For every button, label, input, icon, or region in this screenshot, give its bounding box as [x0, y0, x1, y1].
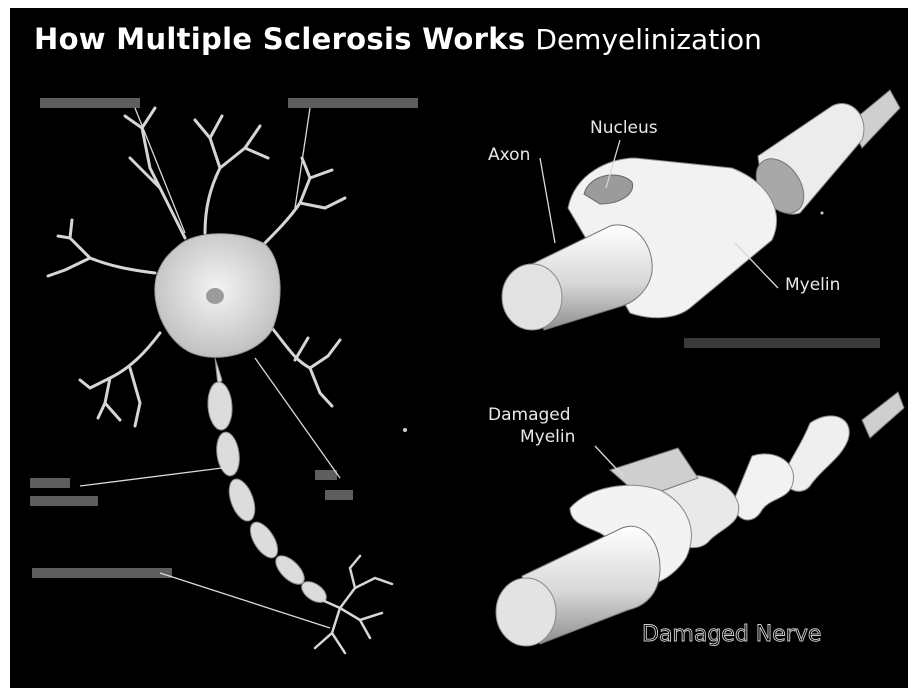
label-damaged-myelin-line1: Damaged — [488, 405, 571, 425]
label-nucleus: Nucleus — [590, 118, 658, 138]
illustration: Nucleus Axon Myelin Damaged Myelin Damag… — [10, 8, 908, 688]
label-damaged-nerve: Damaged Nerve — [642, 622, 821, 647]
label-damaged-myelin-line2: Myelin — [520, 427, 575, 447]
damaged-nerve-illustration: Damaged Myelin Damaged Nerve — [488, 392, 904, 647]
myelinated-axon — [206, 358, 330, 607]
healthy-nerve-illustration: Nucleus Axon Myelin — [488, 90, 900, 348]
label-axon: Axon — [488, 145, 530, 165]
cell-nucleus — [206, 288, 224, 304]
label-myelin: Myelin — [785, 275, 840, 295]
damaged-axon-cross-section — [496, 578, 556, 646]
axon-cross-section — [502, 264, 562, 330]
neuron-leader-lines — [80, 108, 340, 628]
neuron-illustration — [30, 98, 418, 653]
faded-caption — [684, 338, 880, 348]
axon-terminals — [315, 556, 392, 653]
